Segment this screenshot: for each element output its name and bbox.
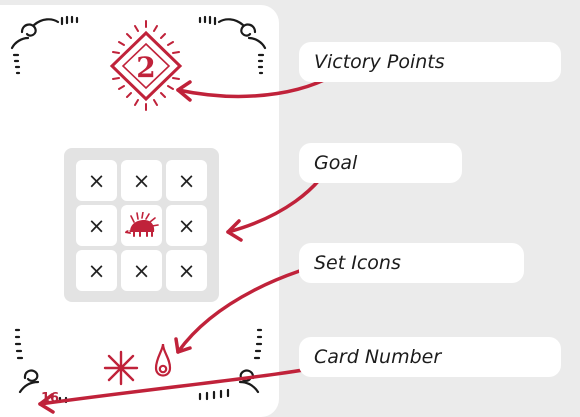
hedgehog-icon — [124, 211, 159, 237]
callout-label: Victory Points — [314, 51, 445, 73]
callout-set-icons: Set Icons — [299, 243, 524, 283]
corner-flourish-bottom-left — [14, 328, 68, 404]
callout-goal: Goal — [299, 143, 462, 183]
snowflake-icon — [103, 350, 139, 386]
card-number-value: 16 — [41, 391, 60, 406]
goal-cell: × — [166, 250, 207, 291]
victory-points-badge: 2 — [109, 20, 183, 111]
flame-icon — [154, 343, 172, 377]
goal-cell: × — [76, 160, 117, 201]
victory-points-value: 2 — [136, 51, 155, 84]
callout-label: Set Icons — [314, 252, 401, 274]
goal-cell: × — [166, 205, 207, 246]
goal-cell: × — [76, 205, 117, 246]
goal-cell: × — [166, 160, 207, 201]
corner-flourish-top-left — [10, 15, 79, 75]
goal-cell-center — [121, 205, 162, 246]
callout-label: Goal — [314, 152, 358, 174]
goal-cell: × — [121, 250, 162, 291]
callout-card-number: Card Number — [299, 337, 561, 377]
corner-flourish-top-right — [198, 15, 267, 75]
goal-cell: × — [121, 160, 162, 201]
callout-victory-points: Victory Points — [299, 42, 561, 82]
arrow-card-number — [38, 361, 342, 406]
callout-label: Card Number — [314, 346, 442, 368]
corner-flourish-bottom-right — [198, 328, 263, 401]
goal-grid: × × × × × × × × — [64, 148, 219, 302]
goal-cell: × — [76, 250, 117, 291]
